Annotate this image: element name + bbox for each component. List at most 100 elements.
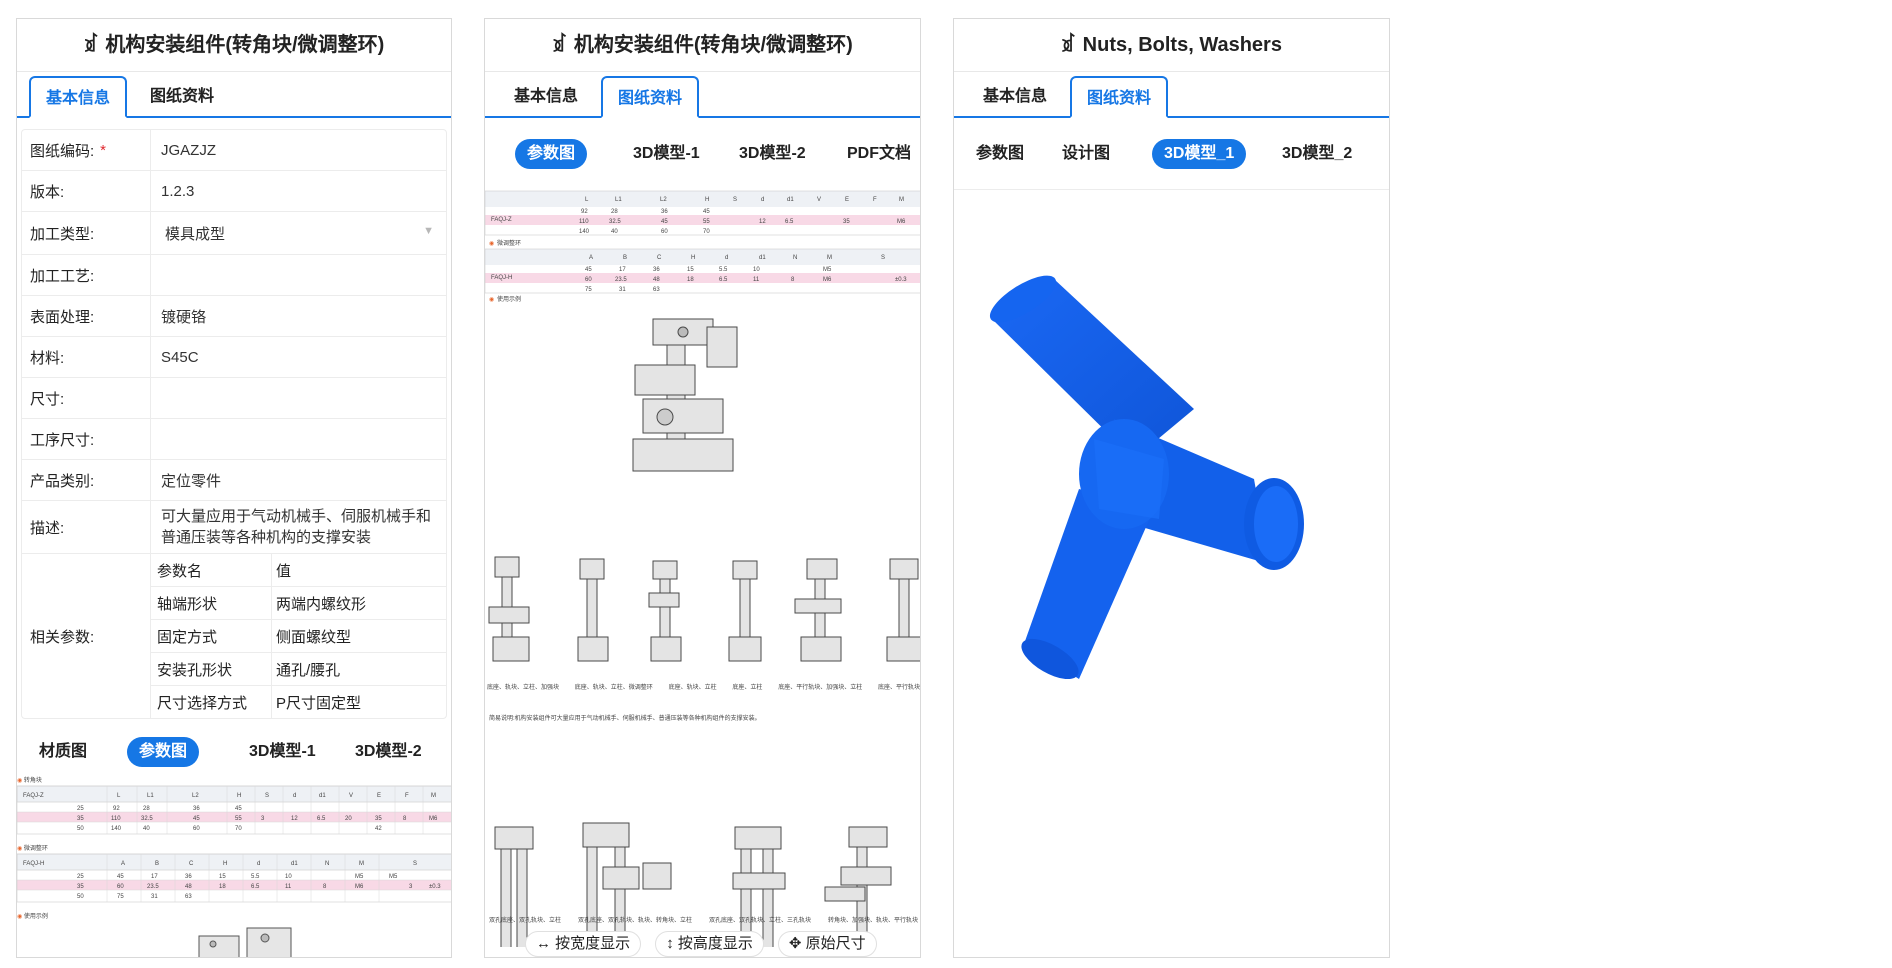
svg-text:◉: ◉ xyxy=(489,241,494,247)
fit-width-button[interactable]: ↔ 按宽度显示 xyxy=(525,931,642,957)
version-field[interactable]: 1.2.3 xyxy=(150,171,446,211)
form-row-version: 版本: 1.2.3 xyxy=(22,171,446,212)
original-size-button[interactable]: ✥ 原始尺寸 xyxy=(777,931,877,957)
svg-text:10: 10 xyxy=(753,267,760,273)
description-field[interactable]: 可大量应用于气动机械手、伺服机械手和普通压装等各种机构的支撑安装 xyxy=(150,501,446,553)
svg-text:M5: M5 xyxy=(355,874,364,880)
usage-note: 简易说明:机构安装组件可大量应用于气动机械手、伺服机械手、普通压装等各种机构组件… xyxy=(489,716,761,722)
surface-field[interactable]: 镀硬铬 xyxy=(150,296,446,336)
material-field[interactable]: S45C xyxy=(150,337,446,377)
pill-param-drawing[interactable]: 参数图 xyxy=(515,139,588,169)
svg-text:L: L xyxy=(585,197,589,203)
form-row-surface: 表面处理: 镀硬铬 xyxy=(22,296,446,337)
svg-text:60: 60 xyxy=(585,277,592,283)
svg-text:17: 17 xyxy=(619,267,626,273)
caption-row-2: 双孔底座、双孔轨块、立柱 双孔底座、双孔轨块、轨块、转角块、立柱 双孔底座、双孔… xyxy=(489,918,918,924)
pill-3d-model-1[interactable]: 3D模型_1 xyxy=(1152,139,1247,169)
arrows-vertical-icon: ↕ xyxy=(666,935,678,952)
svg-text:36: 36 xyxy=(185,874,192,880)
section-label: 转角块 xyxy=(17,775,451,784)
pill-3d-model-1[interactable]: 3D模型-1 xyxy=(249,743,316,760)
field-label: 产品类别: xyxy=(30,472,95,490)
form-row-description: 描述: 可大量应用于气动机械手、伺服机械手和普通压装等各种机构的支撑安装 xyxy=(22,501,446,554)
svg-text:M5: M5 xyxy=(823,267,832,273)
pill-param-drawing[interactable]: 参数图 xyxy=(976,145,1025,162)
svg-text:23.5: 23.5 xyxy=(147,884,159,890)
svg-text:S: S xyxy=(881,255,885,261)
svg-text:±0.3: ±0.3 xyxy=(429,884,441,890)
section-label: 使用示例 xyxy=(17,911,451,920)
svg-text:使用示例: 使用示例 xyxy=(497,295,521,302)
svg-text:d1: d1 xyxy=(291,861,298,867)
info-form: 图纸编码:* JGAZJZ 版本: 1.2.3 加工类型: 模具成型▼ 加工工艺… xyxy=(21,129,447,719)
fit-height-button[interactable]: ↕ 按高度显示 xyxy=(655,931,764,957)
pill-material-drawing[interactable]: 材质图 xyxy=(39,743,88,760)
field-label: 图纸编码: xyxy=(30,142,95,160)
form-row-craft: 加工工艺: xyxy=(22,255,446,296)
svg-text:L1: L1 xyxy=(147,793,154,799)
tab-drawings[interactable]: 图纸资料 xyxy=(601,76,699,118)
field-label: 加工类型: xyxy=(30,225,95,243)
pill-design-drawing[interactable]: 设计图 xyxy=(1062,145,1111,162)
table-code-cell: FAQJ-Z xyxy=(23,793,44,799)
svg-text:V: V xyxy=(817,197,821,203)
svg-text:18: 18 xyxy=(687,277,694,283)
svg-text:微调整环: 微调整环 xyxy=(497,239,521,247)
svg-text:45: 45 xyxy=(117,874,124,880)
svg-text:23.5: 23.5 xyxy=(615,277,627,283)
tab-drawings[interactable]: 图纸资料 xyxy=(149,88,214,105)
svg-text:d: d xyxy=(257,861,260,867)
section-label: 微调整环 xyxy=(17,843,451,852)
process-type-select[interactable]: 模具成型▼ xyxy=(165,224,434,243)
tab-basic-info[interactable]: 基本信息 xyxy=(982,88,1047,105)
pill-3d-model-2[interactable]: 3D模型-2 xyxy=(739,145,806,162)
tab-basic-info[interactable]: 基本信息 xyxy=(513,88,578,105)
svg-text:A: A xyxy=(121,861,125,867)
svg-text:E: E xyxy=(377,793,381,799)
svg-text:d1: d1 xyxy=(319,793,326,799)
form-row-size: 尺寸: xyxy=(22,378,446,419)
field-label: 材料: xyxy=(30,349,65,367)
svg-text:d1: d1 xyxy=(759,255,766,261)
tab-basic-info[interactable]: 基本信息 xyxy=(29,76,127,118)
svg-text:8: 8 xyxy=(403,816,407,822)
svg-text:3: 3 xyxy=(409,884,413,890)
svg-text:92: 92 xyxy=(581,209,588,215)
svg-text:6.5: 6.5 xyxy=(317,816,326,822)
field-label: 表面处理: xyxy=(30,308,95,326)
pill-3d-model-2[interactable]: 3D模型-2 xyxy=(355,743,422,760)
svg-text:12: 12 xyxy=(759,219,766,225)
3d-model-viewer[interactable] xyxy=(984,259,1344,679)
svg-text:N: N xyxy=(793,255,797,261)
svg-text:A: A xyxy=(589,255,593,261)
tab-drawings[interactable]: 图纸资料 xyxy=(1070,76,1168,118)
svg-text:d: d xyxy=(761,197,764,203)
svg-text:M: M xyxy=(359,861,364,867)
svg-text:36: 36 xyxy=(193,806,200,812)
pill-3d-model-1[interactable]: 3D模型-1 xyxy=(633,145,700,162)
craft-field[interactable] xyxy=(150,255,446,295)
svg-text:45: 45 xyxy=(661,219,668,225)
pill-pdf-doc[interactable]: PDF文档 xyxy=(847,145,912,162)
category-field[interactable]: 定位零件 xyxy=(150,460,446,500)
component-logo-icon: ꀃ xyxy=(552,34,568,56)
process-size-field[interactable] xyxy=(150,419,446,459)
code-field[interactable]: JGAZJZ xyxy=(150,130,446,170)
field-label: 尺寸: xyxy=(30,390,65,408)
view-mode-bar: ↔ 按宽度显示 ↕ 按高度显示 ✥ 原始尺寸 xyxy=(525,931,877,957)
move-arrows-icon: ✥ xyxy=(788,935,806,952)
size-field[interactable] xyxy=(150,378,446,418)
svg-text:25: 25 xyxy=(77,874,84,880)
form-row-category: 产品类别: 定位零件 xyxy=(22,460,446,501)
form-row-code: 图纸编码:* JGAZJZ xyxy=(22,130,446,171)
svg-text:F: F xyxy=(873,197,877,203)
pill-3d-model-2[interactable]: 3D模型_2 xyxy=(1282,145,1353,162)
pill-param-drawing[interactable]: 参数图 xyxy=(127,737,200,767)
